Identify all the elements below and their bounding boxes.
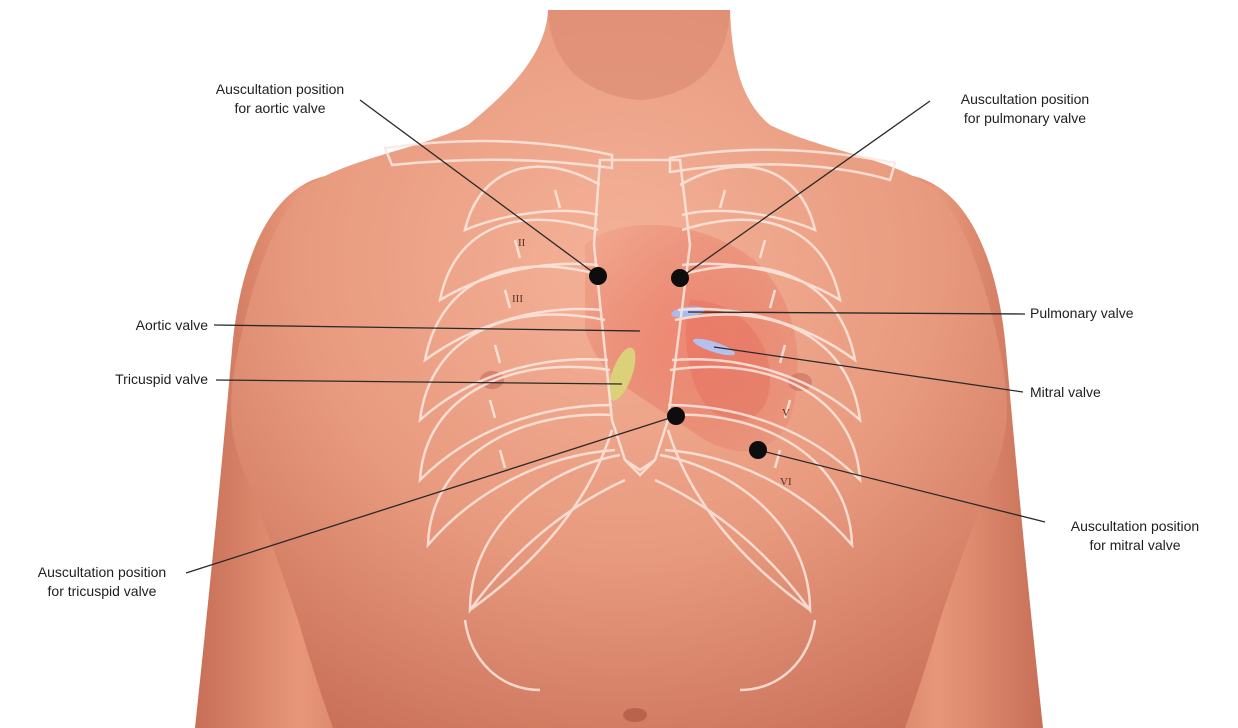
tricuspid-auscultation-point xyxy=(667,407,685,425)
mitral-auscultation-point xyxy=(749,441,767,459)
label-line: for mitral valve xyxy=(1040,536,1230,555)
label-line: for pulmonary valve xyxy=(930,109,1120,128)
label-aortic-position: Auscultation position for aortic valve xyxy=(180,80,380,118)
label-line: for aortic valve xyxy=(180,99,380,118)
label-tricuspid-valve: Tricuspid valve xyxy=(40,370,208,389)
label-tricuspid-position: Auscultation position for tricuspid valv… xyxy=(2,563,202,601)
label-line: Tricuspid valve xyxy=(40,370,208,389)
label-line: Auscultation position xyxy=(930,90,1120,109)
pulmonary-auscultation-point xyxy=(671,269,689,287)
label-mitral-position: Auscultation position for mitral valve xyxy=(1040,517,1230,555)
label-line: Pulmonary valve xyxy=(1030,304,1134,323)
label-line: for tricuspid valve xyxy=(2,582,202,601)
label-pulmonary-position: Auscultation position for pulmonary valv… xyxy=(930,90,1120,128)
label-pulmonary-valve: Pulmonary valve xyxy=(1030,304,1134,323)
label-line: Auscultation position xyxy=(180,80,380,99)
rib-numeral-v: V xyxy=(782,407,790,419)
rib-numeral-iii: III xyxy=(512,293,523,305)
rib-numeral-vi: VI xyxy=(780,476,792,488)
label-line: Mitral valve xyxy=(1030,383,1101,402)
navel xyxy=(623,708,647,722)
rib-numeral-ii: II xyxy=(518,237,526,249)
aortic-auscultation-point xyxy=(589,267,607,285)
label-line: Auscultation position xyxy=(1040,517,1230,536)
label-mitral-valve: Mitral valve xyxy=(1030,383,1101,402)
label-line: Auscultation position xyxy=(2,563,202,582)
label-line: Aortic valve xyxy=(60,316,208,335)
label-aortic-valve: Aortic valve xyxy=(60,316,208,335)
